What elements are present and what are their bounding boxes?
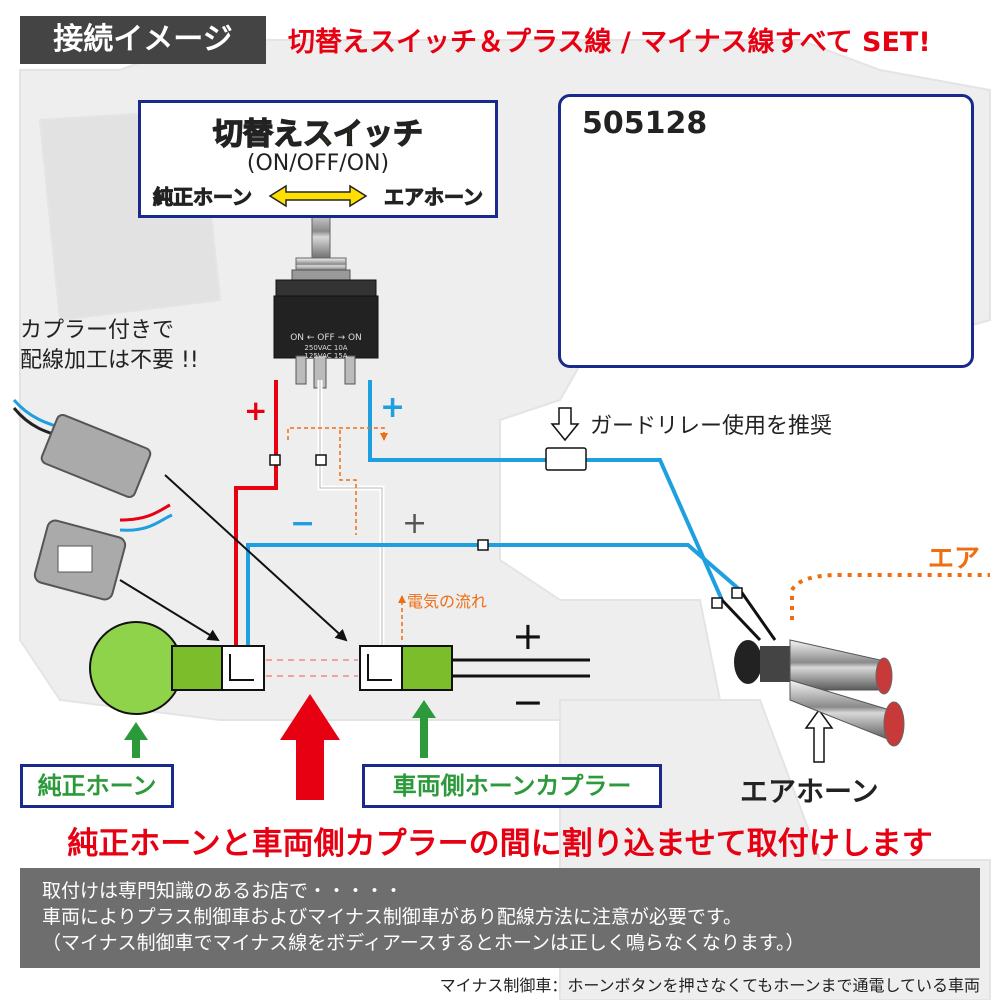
pointer-to-horn [119, 579, 220, 642]
red-wire-plus-label: + [244, 394, 268, 427]
air-horn-label: エアホーン [740, 775, 879, 808]
switch-rating-line2: 125VAC 15A [304, 352, 347, 360]
air-label: エア [928, 544, 981, 574]
set-title: 切替えスイッチ＆プラス線 / マイナス線すべて SET! [288, 27, 931, 58]
product-code: 505128 [582, 106, 708, 141]
guard-relay-fuse [545, 447, 587, 471]
vehicle-coupler-label: 車両側ホーンカプラー [362, 764, 662, 808]
switch-right-label: エアホーン [384, 185, 484, 210]
guard-relay-note: ガードリレー使用を推奨 [590, 414, 833, 439]
caution-line-1: 取付けは専門知識のあるお店で・・・・・ [42, 880, 404, 902]
product-kit-box [558, 94, 974, 368]
current-flow-label: 電気の流れ [407, 592, 488, 611]
vehicle-coupler [359, 645, 590, 691]
caution-box: 取付けは専門知識のあるお店で・・・・・ 車両によりプラス制御車およびマイナス制御… [20, 868, 980, 968]
white-wire-plus-label: + [402, 506, 428, 541]
battery-minus-label: − [512, 680, 544, 724]
guard-relay-arrow [550, 407, 580, 442]
splice-points [269, 447, 743, 609]
horn-lead-1 [720, 598, 762, 642]
white-wire-outline [319, 380, 383, 650]
airhorn-arrow [804, 708, 834, 763]
current-flow-lines [287, 427, 406, 640]
header-badge: 接続イメージ [20, 16, 266, 64]
caution-line-3: （マイナス制御車でマイナス線をボディアースするとホーンは正しく鳴らなくなります。… [42, 932, 805, 954]
battery-plus-label: + [512, 614, 544, 658]
air-flow-line [790, 573, 990, 620]
pointer-to-coupler [164, 474, 348, 642]
coupler-illustrations [12, 399, 173, 601]
switch-info-box: 切替えスイッチ (ON/OFF/ON) 純正ホーン エアホーン [138, 100, 498, 218]
coupler-note: カプラー付きで 配線加工は不要 !! [20, 318, 199, 373]
switch-rating-line1: 250VAC 10A [304, 344, 347, 352]
switch-toggle-row: 純正ホーン エアホーン [153, 181, 484, 210]
toggle-switch: ON ← OFF → ON 250VAC 10A 125VAC 15A [273, 204, 379, 389]
green-arrow-horn [124, 722, 148, 758]
air-horn [734, 639, 905, 747]
caution-line-2: 車両によりプラス制御車およびマイナス制御車があり配線方法に注意が必要です。 [42, 906, 742, 928]
install-message: 純正ホーンと車両側カプラーの間に割り込ませて取付けします [67, 826, 933, 862]
blue-minus-wire [246, 543, 742, 650]
switch-left-label: 純正ホーン [153, 185, 253, 210]
blue-plus-wire [368, 380, 724, 601]
blue-wire-plus-label: + [380, 390, 406, 425]
switch-rating-top: ON ← OFF → ON [290, 333, 362, 343]
red-plus-wire [234, 380, 278, 650]
double-arrow-icon [268, 184, 368, 207]
wires [234, 380, 777, 650]
horn-lead-2 [738, 589, 777, 641]
insert-arrow [280, 694, 340, 800]
stock-horn-label: 純正ホーン [20, 764, 174, 808]
footnote: マイナス制御車：ホーンボタンを押さなくてもホーンまで通電している車両 [439, 976, 980, 995]
stock-horn [89, 621, 265, 715]
green-arrow-coupler [412, 700, 436, 758]
switch-subtitle: (ON/OFF/ON) [246, 151, 390, 176]
switch-title: 切替えスイッチ [212, 116, 424, 153]
blue-wire-minus-label: − [290, 506, 316, 541]
gap-dashes [266, 659, 358, 677]
